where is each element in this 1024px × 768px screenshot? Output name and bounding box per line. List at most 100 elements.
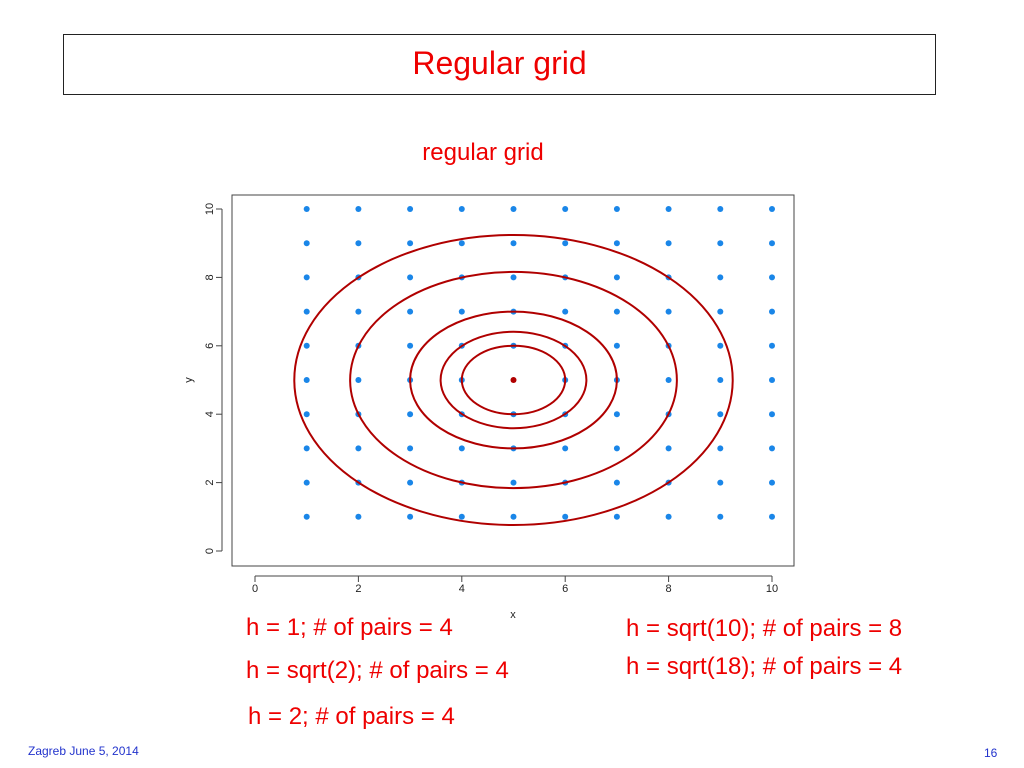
data-point — [717, 377, 724, 383]
distance-ellipse-2 — [439, 330, 588, 430]
data-point — [510, 240, 517, 247]
distance-ellipse-4 — [349, 270, 678, 490]
data-point — [717, 411, 724, 418]
annotation-h1: h = 1; # of pairs = 4 — [246, 614, 453, 641]
data-point — [458, 513, 465, 520]
data-point — [510, 274, 517, 281]
x-tick-label: 8 — [666, 583, 672, 595]
data-point — [303, 206, 310, 212]
data-point — [717, 206, 724, 212]
distance-ellipse-5 — [293, 233, 734, 527]
data-point — [562, 240, 569, 247]
chart-title: regular grid — [422, 139, 543, 166]
data-point — [407, 240, 414, 247]
slide-title: Regular grid — [412, 45, 587, 81]
data-point — [303, 445, 310, 452]
data-point — [769, 513, 775, 520]
data-point — [613, 342, 620, 349]
y-tick-label: 8 — [204, 274, 216, 280]
data-point — [407, 342, 414, 349]
footer-left: Zagreb June 5, 2014 — [28, 744, 139, 758]
data-point — [613, 240, 620, 247]
data-point — [613, 308, 620, 315]
x-tick-label: 10 — [766, 583, 778, 595]
data-point — [717, 479, 724, 486]
data-point — [562, 445, 569, 452]
data-point — [613, 206, 620, 212]
data-point — [562, 308, 569, 315]
data-point — [717, 274, 724, 281]
data-point — [769, 206, 775, 212]
data-point — [613, 479, 620, 486]
data-point — [769, 274, 775, 281]
data-point — [303, 479, 310, 486]
page-number: 16 — [984, 746, 998, 760]
data-point — [355, 377, 362, 383]
data-point — [458, 206, 465, 212]
annotation-h4: h = sqrt(10); # of pairs = 8 — [626, 615, 903, 642]
distance-ellipse-3 — [409, 310, 618, 450]
data-point — [769, 411, 775, 418]
data-point — [717, 342, 724, 349]
data-point — [407, 479, 414, 486]
data-point — [303, 377, 310, 383]
x-tick-label: 6 — [562, 583, 568, 595]
data-point — [665, 240, 672, 247]
data-point — [613, 274, 620, 281]
data-point — [562, 513, 569, 520]
data-point — [303, 240, 310, 247]
data-point — [407, 411, 414, 418]
data-point — [562, 206, 569, 212]
x-tick-label: 0 — [252, 583, 258, 595]
data-point — [613, 445, 620, 452]
data-point — [458, 445, 465, 452]
data-point — [665, 206, 672, 212]
data-point — [303, 308, 310, 315]
data-point — [303, 274, 310, 281]
data-point — [717, 308, 724, 315]
data-point — [510, 479, 517, 486]
data-point — [355, 240, 362, 247]
data-point — [355, 445, 362, 452]
data-point — [407, 513, 414, 520]
data-point — [355, 308, 362, 315]
y-tick-label: 2 — [204, 480, 216, 486]
data-point — [355, 206, 362, 212]
x-tick-label: 4 — [459, 583, 465, 595]
center-point — [510, 377, 517, 383]
data-point — [717, 513, 724, 520]
annotation-h5: h = sqrt(18); # of pairs = 4 — [626, 653, 903, 680]
data-point — [407, 308, 414, 315]
distance-ellipse-1 — [460, 344, 567, 416]
data-point — [665, 513, 672, 520]
data-point — [769, 377, 775, 383]
data-point — [407, 206, 414, 212]
data-point — [303, 411, 310, 418]
data-point — [717, 445, 724, 452]
y-tick-label: 4 — [204, 411, 216, 417]
data-point — [510, 206, 517, 212]
data-point — [769, 445, 775, 452]
y-tick-label: 0 — [204, 548, 216, 554]
plot-frame — [231, 194, 795, 567]
data-point — [303, 342, 310, 349]
data-point — [769, 308, 775, 315]
y-tick-label: 10 — [204, 203, 216, 215]
data-point — [613, 411, 620, 418]
data-point — [769, 479, 775, 486]
annotation-h2: h = sqrt(2); # of pairs = 4 — [246, 657, 509, 684]
y-axis-label: y — [183, 377, 195, 383]
data-point — [458, 240, 465, 247]
data-point — [355, 513, 362, 520]
data-point — [613, 513, 620, 520]
data-point — [665, 445, 672, 452]
data-point — [769, 342, 775, 349]
x-tick-label: 2 — [355, 583, 361, 595]
annotation-h3: h = 2; # of pairs = 4 — [248, 703, 455, 730]
data-point — [458, 308, 465, 315]
data-point — [407, 445, 414, 452]
data-point — [665, 308, 672, 315]
data-point — [407, 274, 414, 281]
x-axis-label: x — [510, 609, 516, 621]
